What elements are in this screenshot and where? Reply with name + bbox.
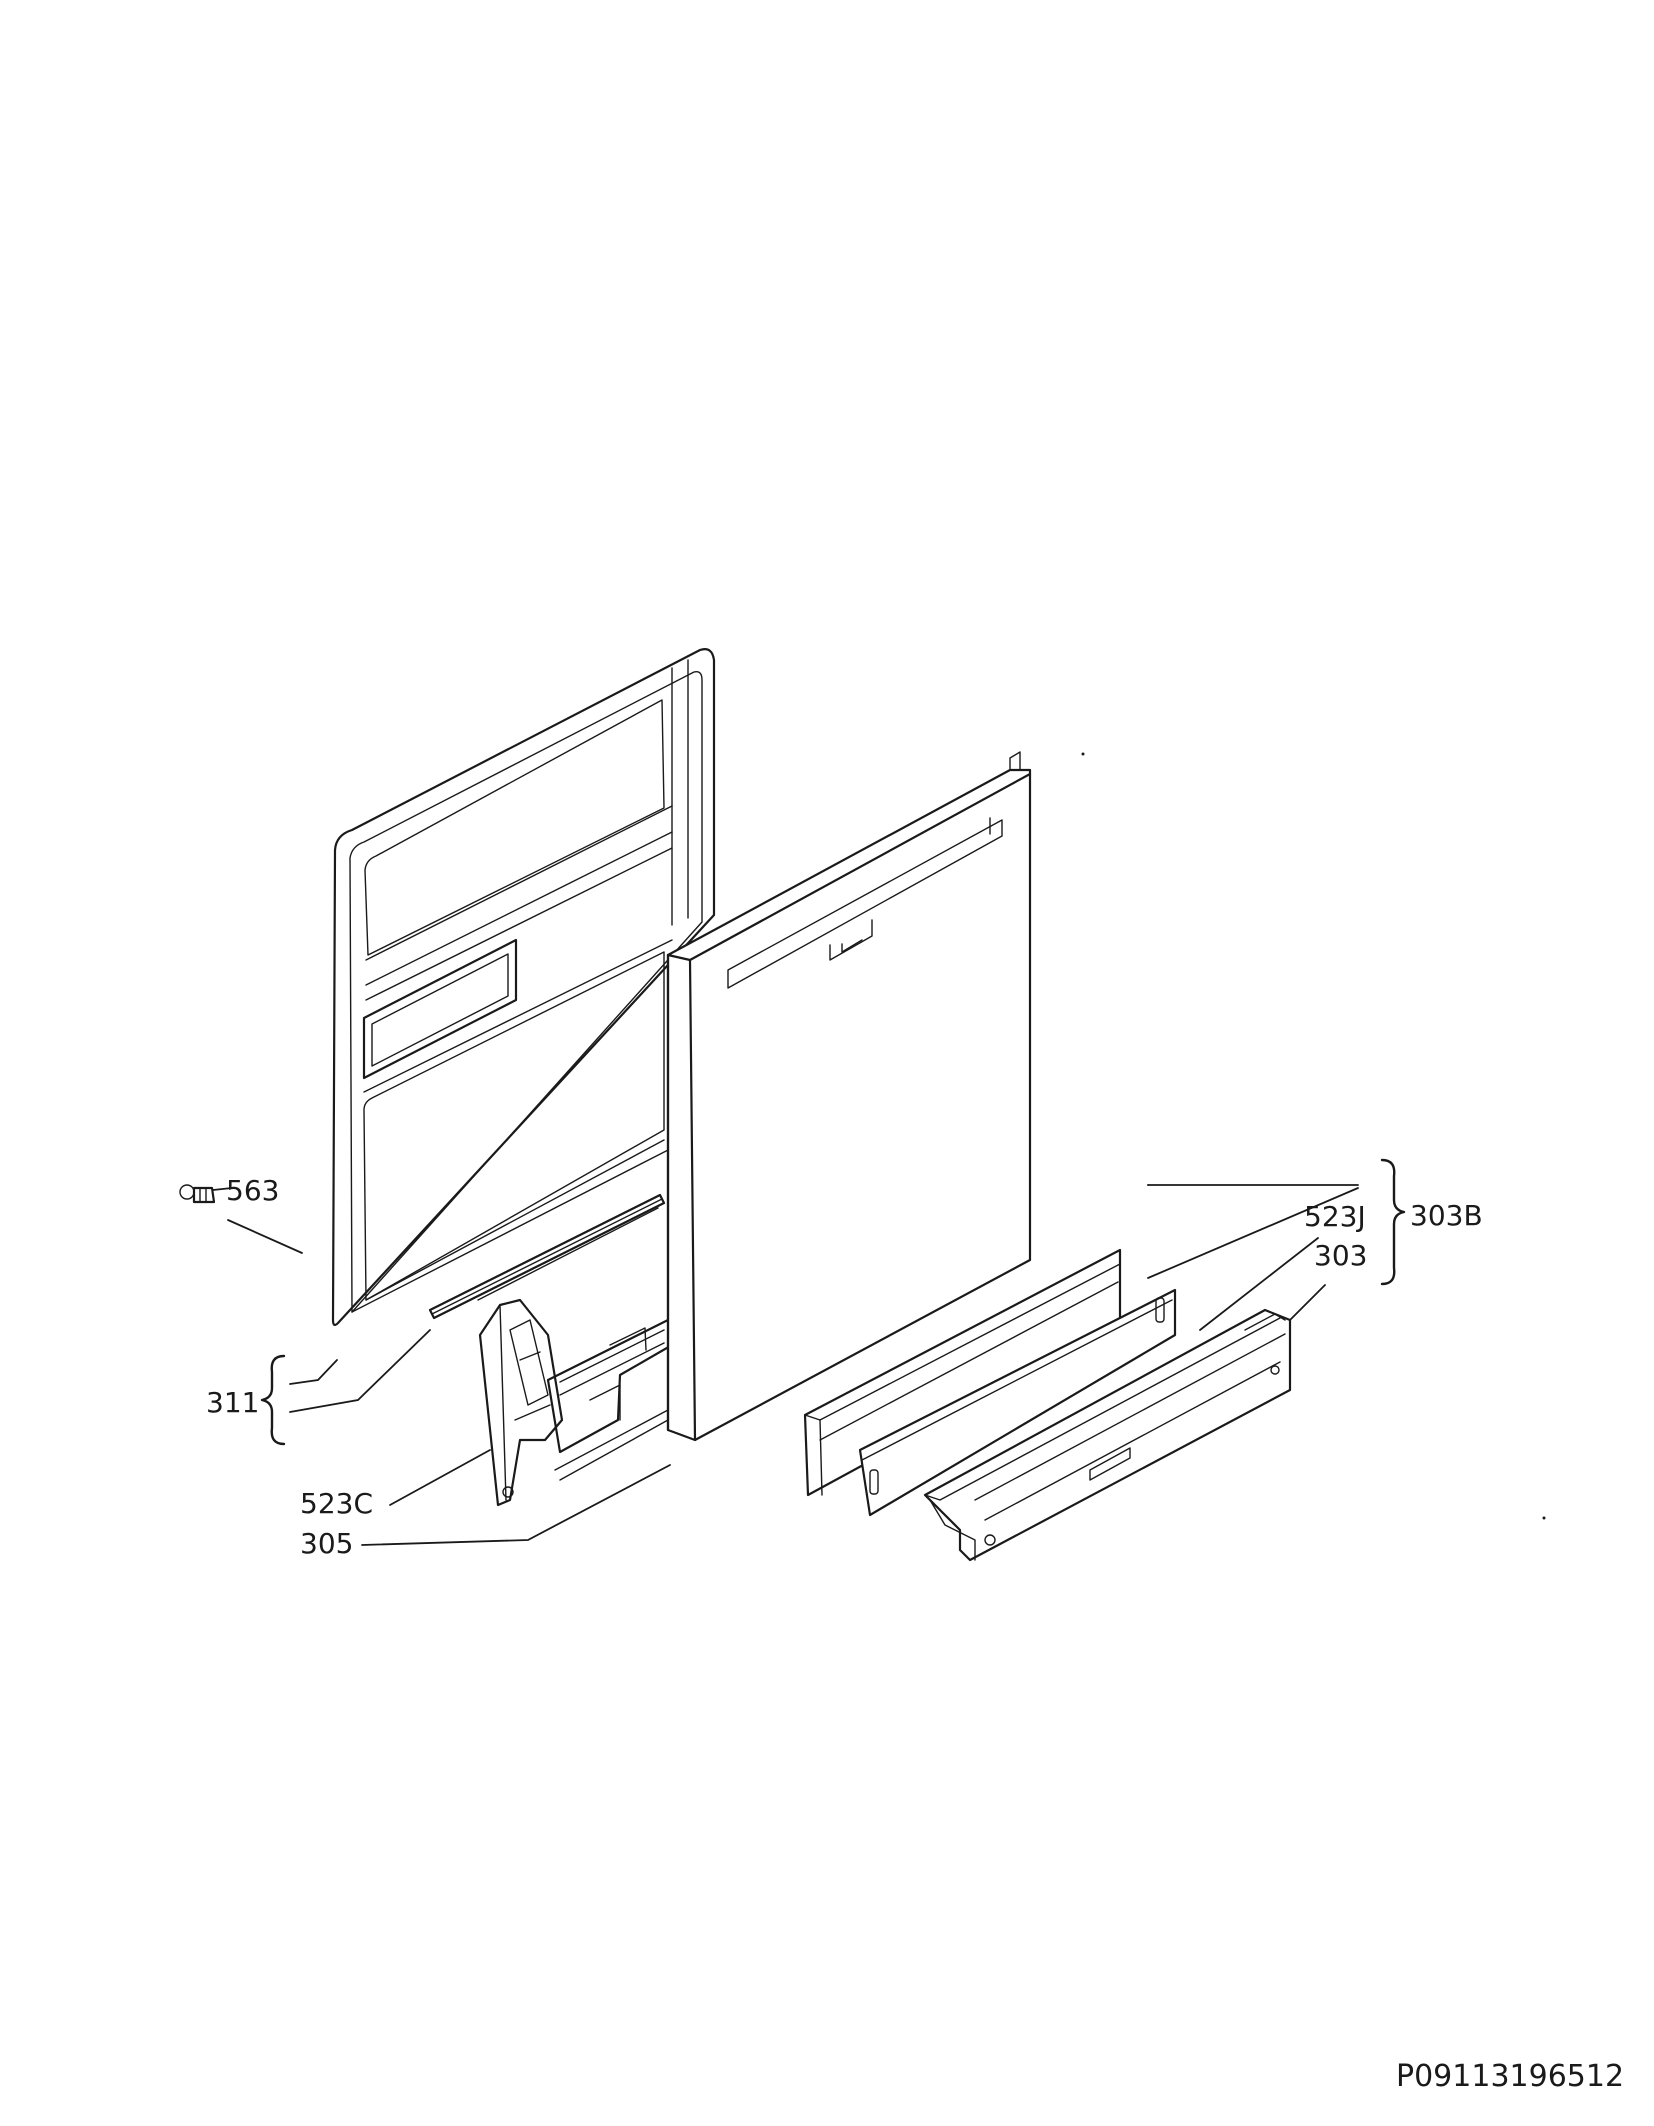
screw [179,1184,216,1204]
callout-523C: 523C [300,1487,373,1520]
kick-mounting-plate [858,1288,1177,1517]
outer-door-panel [666,751,1032,1442]
drawing-code: P09113196512 [1396,2059,1624,2094]
speck-mark [1081,752,1085,756]
leader-lines [212,1184,1359,1546]
callout-563: 563 [226,1174,279,1207]
kick-support-rail [923,1308,1292,1562]
callout-303B: 303B [1410,1199,1483,1232]
callout-523J: 523J [1304,1200,1366,1233]
hinge-arm [546,1318,674,1481]
group-braces [260,1158,1406,1446]
hinge-bracket [478,1298,564,1507]
callout-305: 305 [300,1527,353,1560]
callout-303: 303 [1314,1239,1367,1272]
inner-door-frame [331,648,716,1326]
callout-311: 311 [206,1386,259,1419]
door-seal-strip [428,1193,666,1320]
speck-mark [1542,1516,1546,1520]
